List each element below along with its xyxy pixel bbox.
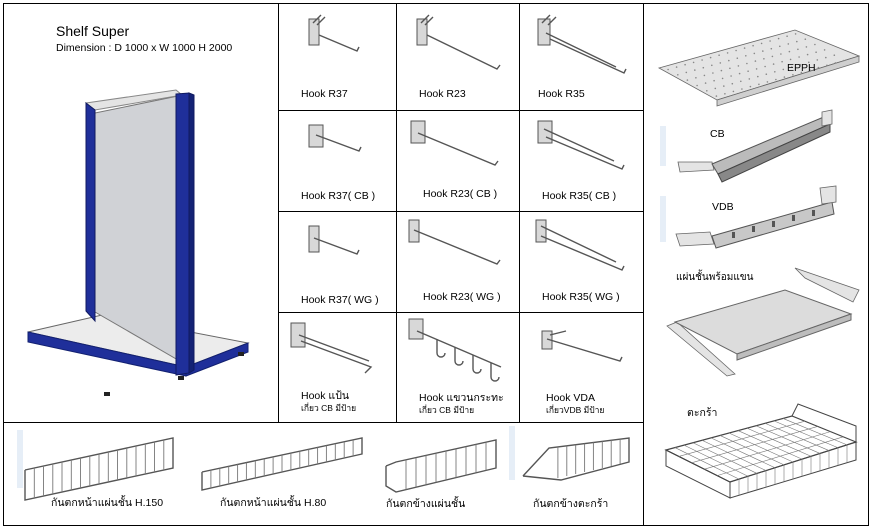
shelf-title: Shelf Super bbox=[56, 23, 130, 39]
fence-label: กันตกหน้าแผ่นชั้น H.80 bbox=[220, 497, 327, 509]
hook-vda: Hook VDA เกี่ยวVDB มีป้าย bbox=[520, 313, 643, 421]
gondola-shelf-illustration bbox=[27, 89, 250, 396]
divider bbox=[396, 4, 397, 422]
divider bbox=[4, 422, 644, 423]
hook-r37-cb-image bbox=[308, 124, 362, 152]
hook-r35: Hook R35 bbox=[520, 5, 643, 110]
hook-r35-image bbox=[537, 14, 627, 74]
hook-vda-image bbox=[541, 330, 623, 362]
hook-label: Hook R35( CB ) bbox=[542, 190, 617, 202]
hook-r35-cb: Hook R35( CB ) bbox=[520, 111, 643, 211]
fence-front-h80: กันตกหน้าแผ่นชั้น H.80 bbox=[196, 424, 372, 524]
hook-r35-wg-image bbox=[535, 219, 625, 271]
hook-r37: Hook R37 bbox=[279, 5, 395, 110]
fence-side-basket-image bbox=[509, 426, 630, 481]
hook-r23-image bbox=[416, 14, 501, 70]
cb-label: CB bbox=[710, 128, 725, 140]
basket-label: ตะกร้า bbox=[687, 407, 718, 419]
epph-pegboard-image bbox=[657, 29, 861, 107]
hook-plate-cb-image bbox=[290, 322, 373, 374]
hook-r23: Hook R23 bbox=[397, 5, 519, 110]
wire-basket-image bbox=[664, 403, 858, 499]
fence-label: กันตกข้างตะกร้า bbox=[533, 498, 609, 510]
hook-r23-cb: Hook R23( CB ) bbox=[397, 111, 519, 211]
hook-label: Hook R37 bbox=[301, 88, 348, 100]
fence-front-h80-image bbox=[201, 437, 363, 491]
hook-plate-cb: Hook แป้น เกี่ยว CB มีป้าย bbox=[279, 313, 395, 421]
hook-label: Hook R35( WG ) bbox=[542, 291, 620, 303]
hook-label: Hook R23 bbox=[419, 88, 466, 100]
hook-pan-hanger-cb: Hook แขวนกระทะ เกี่ยว CB มีป้าย bbox=[397, 313, 519, 421]
fence-front-h150: กันตกหน้าแผ่นชั้น H.150 bbox=[5, 424, 195, 524]
hook-r23-wg-image bbox=[408, 219, 501, 265]
hook-r37-wg: Hook R37( WG ) bbox=[279, 212, 395, 312]
divider bbox=[278, 4, 279, 422]
vdb-bar-image bbox=[660, 185, 837, 249]
hook-r37-wg-image bbox=[308, 225, 360, 255]
divider bbox=[278, 110, 644, 111]
fence-side-basket: กันตกข้างตะกร้า bbox=[503, 424, 643, 524]
fence-front-h150-image bbox=[17, 430, 174, 501]
hook-pan-hanger-cb-image bbox=[408, 318, 502, 382]
hook-r35-cb-image bbox=[537, 120, 625, 170]
hook-label: Hook R23( CB ) bbox=[423, 188, 498, 200]
cb-bar-image bbox=[660, 109, 833, 183]
hook-r37-cb: Hook R37( CB ) bbox=[279, 111, 395, 211]
fence-side-shelf: กันตกข้างแผ่นชั้น bbox=[372, 424, 502, 524]
divider bbox=[643, 4, 644, 525]
shelf-bracket-label: แผ่นชั้นพร้อมแขน bbox=[676, 272, 754, 283]
hook-label: Hook R23( WG ) bbox=[423, 291, 501, 303]
hook-label: Hook R37( WG ) bbox=[301, 294, 379, 306]
hook-label: Hook R37( CB ) bbox=[301, 190, 376, 202]
hook-r37-image bbox=[308, 14, 360, 52]
hook-r35-wg: Hook R35( WG ) bbox=[520, 212, 643, 312]
hook-r23-cb-image bbox=[410, 120, 499, 166]
hook-label: Hook R35 bbox=[538, 88, 585, 100]
divider bbox=[278, 211, 644, 212]
shelf-board-bracket-image bbox=[666, 267, 860, 377]
hook-r23-wg: Hook R23( WG ) bbox=[397, 212, 519, 312]
vdb-label: VDB bbox=[712, 201, 734, 213]
fence-label: กันตกข้างแผ่นชั้น bbox=[386, 498, 466, 510]
hook-label: Hook แขวนกระทะ เกี่ยว CB มีป้าย bbox=[419, 392, 504, 415]
hook-label: Hook แป้น เกี่ยว CB มีป้าย bbox=[301, 390, 357, 413]
catalog-frame bbox=[3, 3, 869, 526]
fence-label: กันตกหน้าแผ่นชั้น H.150 bbox=[51, 497, 164, 509]
shelf-dimension: Dimension : D 1000 x W 1000 H 2000 bbox=[56, 42, 233, 54]
divider bbox=[519, 4, 520, 422]
fence-side-shelf-image bbox=[385, 439, 497, 493]
epph-label: EPPH bbox=[787, 62, 816, 74]
hook-label: Hook VDA เกี่ยวVDB มีป้าย bbox=[546, 392, 605, 415]
divider bbox=[278, 312, 644, 313]
